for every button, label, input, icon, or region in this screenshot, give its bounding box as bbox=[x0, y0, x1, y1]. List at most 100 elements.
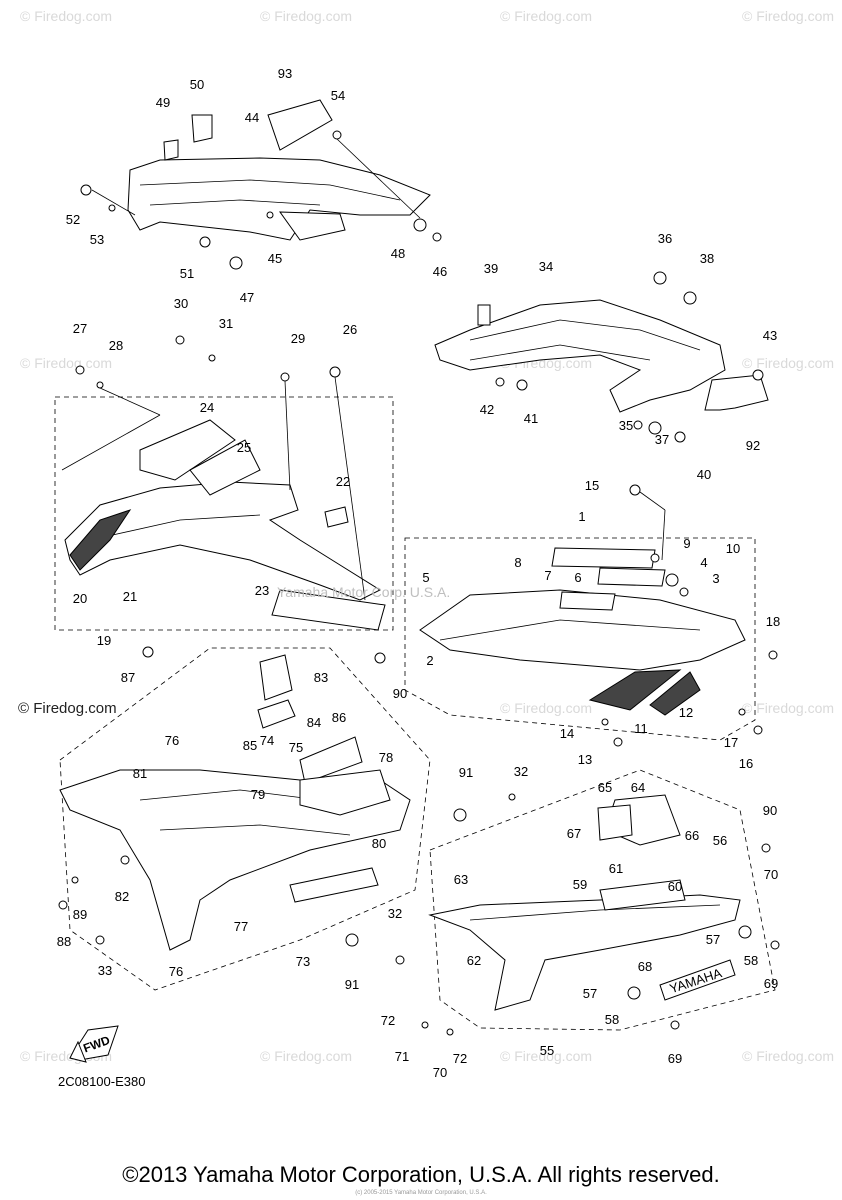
callout-51: 51 bbox=[180, 266, 194, 281]
callout-57: 57 bbox=[583, 986, 597, 1001]
lower-cowl-1 bbox=[419, 589, 746, 716]
callout-26: 26 bbox=[343, 322, 357, 337]
callout-91: 91 bbox=[459, 765, 473, 780]
callout-16: 16 bbox=[739, 756, 753, 771]
watermark: © Firedog.com bbox=[742, 355, 835, 371]
callout-79: 79 bbox=[251, 787, 265, 802]
callout-35: 35 bbox=[619, 418, 633, 433]
callout-54: 54 bbox=[331, 88, 345, 103]
panel-24 bbox=[139, 419, 236, 481]
callout-7: 7 bbox=[544, 568, 551, 583]
decal-68 bbox=[659, 959, 736, 1001]
nut-3 bbox=[679, 587, 689, 597]
footer-copyright: ©2013 Yamaha Motor Corporation, U.S.A. A… bbox=[122, 1162, 720, 1187]
callout-13: 13 bbox=[578, 752, 592, 767]
washer-72 bbox=[446, 1028, 454, 1036]
pad-8 bbox=[551, 547, 656, 569]
callout-68: 68 bbox=[638, 959, 652, 974]
bolt-32 bbox=[508, 793, 516, 801]
callout-70: 70 bbox=[433, 1065, 447, 1080]
clip-82 bbox=[120, 855, 130, 865]
callout-29: 29 bbox=[291, 331, 305, 346]
panel-78 bbox=[299, 769, 391, 816]
nut-90 bbox=[374, 652, 386, 664]
callout-73: 73 bbox=[296, 954, 310, 969]
callout-14: 14 bbox=[560, 726, 574, 741]
grommet-38 bbox=[683, 291, 697, 305]
callout-34: 34 bbox=[539, 259, 553, 274]
callout-33: 33 bbox=[98, 963, 112, 978]
under-cowl-73 bbox=[59, 769, 411, 951]
panel-25 bbox=[189, 439, 261, 496]
callout-74: 74 bbox=[260, 733, 274, 748]
callout-28: 28 bbox=[109, 338, 123, 353]
callout-57: 57 bbox=[706, 932, 720, 947]
callout-67: 67 bbox=[567, 826, 581, 841]
bolt-69b bbox=[670, 1020, 680, 1030]
callout-89: 89 bbox=[73, 907, 87, 922]
document-code: 2C08100-E380 bbox=[58, 1074, 146, 1089]
bolt-69 bbox=[770, 940, 780, 950]
callout-6: 6 bbox=[574, 570, 581, 585]
pad-84 bbox=[257, 699, 296, 729]
pad-6 bbox=[597, 567, 666, 587]
callout-80: 80 bbox=[372, 836, 386, 851]
bolt-41 bbox=[516, 379, 528, 391]
callout-56: 56 bbox=[713, 833, 727, 848]
callout-50: 50 bbox=[190, 77, 204, 92]
callout-31: 31 bbox=[219, 316, 233, 331]
bolt-40 bbox=[674, 431, 686, 443]
callout-5: 5 bbox=[422, 570, 429, 585]
footer-small: (c) 2005-2015 Yamaha Motor Corporation, … bbox=[355, 1190, 487, 1196]
callout-62: 62 bbox=[467, 953, 481, 968]
group-box-19 bbox=[54, 396, 394, 631]
callout-43: 43 bbox=[763, 328, 777, 343]
watermark: © Firedog.com bbox=[500, 1048, 593, 1064]
bolt-15 bbox=[629, 484, 641, 496]
group-box-55 bbox=[429, 769, 776, 1031]
bolt-9 bbox=[650, 553, 660, 563]
decal-68-text: YAMAHA bbox=[668, 965, 724, 996]
callout-10: 10 bbox=[726, 541, 740, 556]
clip-33 bbox=[95, 935, 105, 945]
grommet-58 bbox=[738, 925, 752, 939]
callout-77: 77 bbox=[234, 919, 248, 934]
callout-81: 81 bbox=[133, 766, 147, 781]
clip-71 bbox=[421, 1021, 429, 1029]
callout-53: 53 bbox=[90, 232, 104, 247]
bolt-26 bbox=[329, 366, 341, 378]
callout-61: 61 bbox=[609, 861, 623, 876]
grommet-58b bbox=[627, 986, 641, 1000]
pad-23 bbox=[271, 589, 386, 631]
callout-78: 78 bbox=[379, 750, 393, 765]
washer-46 bbox=[432, 232, 442, 242]
watermark: © Firedog.com bbox=[260, 8, 353, 24]
callout-90: 90 bbox=[393, 686, 407, 701]
callout-72: 72 bbox=[453, 1051, 467, 1066]
callout-76: 76 bbox=[169, 964, 183, 979]
grommet-37 bbox=[648, 421, 662, 435]
callout-71: 71 bbox=[395, 1049, 409, 1064]
group-box-73 bbox=[59, 647, 431, 991]
pad-22 bbox=[324, 506, 349, 528]
callout-93: 93 bbox=[278, 66, 292, 81]
nut-45 bbox=[266, 211, 274, 219]
callout-72: 72 bbox=[381, 1013, 395, 1028]
inner-panel-44 bbox=[127, 157, 431, 241]
bracket-49 bbox=[163, 139, 179, 161]
bracket-50 bbox=[191, 114, 213, 143]
washer-17 bbox=[738, 708, 746, 716]
grommet-47 bbox=[229, 256, 243, 270]
callout-32: 32 bbox=[514, 764, 528, 779]
nut-91 bbox=[345, 933, 359, 947]
callout-1: 1 bbox=[578, 509, 585, 524]
washer-31 bbox=[208, 354, 216, 362]
callout-25: 25 bbox=[237, 440, 251, 455]
cover-34 bbox=[434, 299, 726, 413]
callout-69: 69 bbox=[764, 976, 778, 991]
bolt-52 bbox=[80, 184, 92, 196]
bolt-87 bbox=[142, 646, 154, 658]
callout-46: 46 bbox=[433, 264, 447, 279]
washer-28 bbox=[96, 381, 104, 389]
watermark: © Firedog.com bbox=[20, 355, 113, 371]
